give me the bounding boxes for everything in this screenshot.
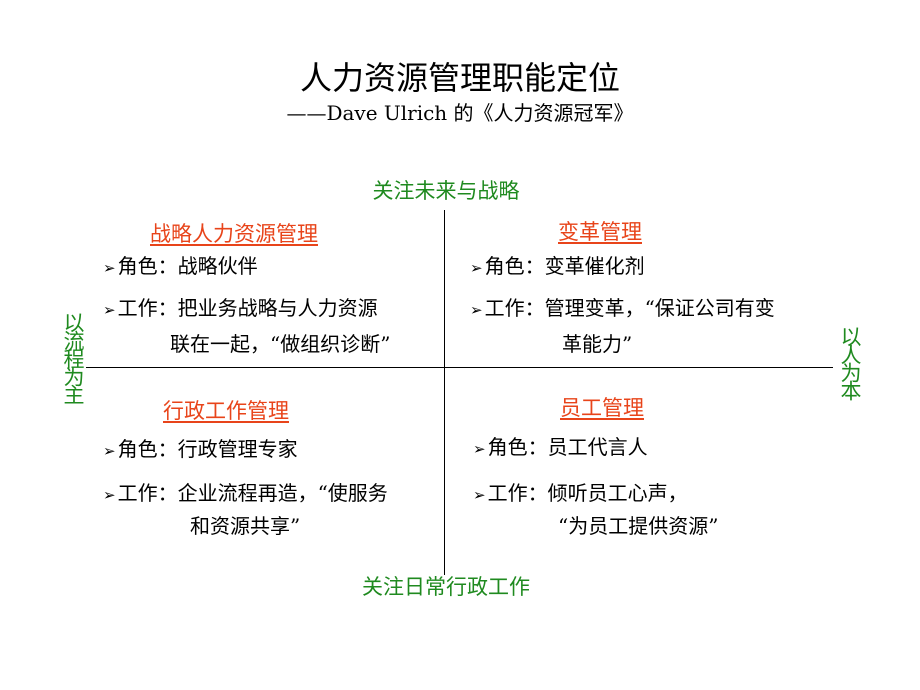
arrow-bullet-icon: ➢ bbox=[103, 486, 116, 504]
quadrant-role-strategic-hr: ➢角色：战略伙伴 bbox=[103, 252, 258, 282]
quadrant-heading-change-management: 变革管理 bbox=[558, 220, 642, 244]
quadrant-work-cont-change-management: 革能力” bbox=[562, 332, 633, 356]
quadrant-work-change-management: ➢工作：管理变革，“保证公司有变 bbox=[470, 294, 775, 324]
quadrant-heading-strategic-hr: 战略人力资源管理 bbox=[150, 222, 318, 246]
role-text: 角色：员工代言人 bbox=[487, 435, 648, 459]
role-text: 角色：变革催化剂 bbox=[484, 254, 645, 278]
quadrant-role-admin-management: ➢角色：行政管理专家 bbox=[103, 435, 298, 465]
quadrant-work-strategic-hr: ➢工作：把业务战略与人力资源 bbox=[103, 294, 378, 324]
work-text: 工作：把业务战略与人力资源 bbox=[117, 296, 378, 320]
axis-label-bottom: 关注日常行政工作 bbox=[362, 575, 530, 599]
quadrant-work-cont-admin-management: 和资源共享” bbox=[190, 514, 301, 538]
quadrant-work-admin-management: ➢工作：企业流程再造，“使服务 bbox=[103, 479, 388, 509]
axis-label-right: 以人为本 bbox=[838, 326, 862, 398]
arrow-bullet-icon: ➢ bbox=[470, 301, 483, 319]
work-text: 工作：企业流程再造，“使服务 bbox=[117, 481, 388, 505]
arrow-bullet-icon: ➢ bbox=[473, 486, 486, 504]
arrow-bullet-icon: ➢ bbox=[103, 259, 116, 277]
vertical-axis-line bbox=[444, 210, 445, 575]
work-text: 工作：倾听员工心声， bbox=[487, 481, 688, 505]
role-text: 角色：战略伙伴 bbox=[117, 254, 258, 278]
quadrant-work-cont-employee-management: “为员工提供资源” bbox=[558, 514, 719, 538]
axis-label-left: 以流程为主 bbox=[61, 312, 85, 402]
arrow-bullet-icon: ➢ bbox=[470, 259, 483, 277]
work-text: 工作：管理变革，“保证公司有变 bbox=[484, 296, 775, 320]
quadrant-work-cont-strategic-hr: 联在一起，“做组织诊断” bbox=[170, 332, 391, 356]
arrow-bullet-icon: ➢ bbox=[473, 440, 486, 458]
arrow-bullet-icon: ➢ bbox=[103, 442, 116, 460]
quadrant-heading-employee-management: 员工管理 bbox=[560, 396, 644, 420]
quadrant-heading-admin-management: 行政工作管理 bbox=[163, 399, 289, 423]
arrow-bullet-icon: ➢ bbox=[103, 301, 116, 319]
quadrant-role-change-management: ➢角色：变革催化剂 bbox=[470, 252, 645, 282]
quadrant-work-employee-management: ➢工作：倾听员工心声， bbox=[473, 479, 688, 509]
page-title: 人力资源管理职能定位 bbox=[299, 59, 620, 97]
horizontal-axis-line bbox=[86, 367, 833, 368]
axis-label-top: 关注未来与战略 bbox=[372, 179, 520, 203]
role-text: 角色：行政管理专家 bbox=[117, 437, 298, 461]
page-subtitle: ——Dave Ulrich 的《人力资源冠军》 bbox=[286, 101, 634, 125]
quadrant-role-employee-management: ➢角色：员工代言人 bbox=[473, 433, 648, 463]
